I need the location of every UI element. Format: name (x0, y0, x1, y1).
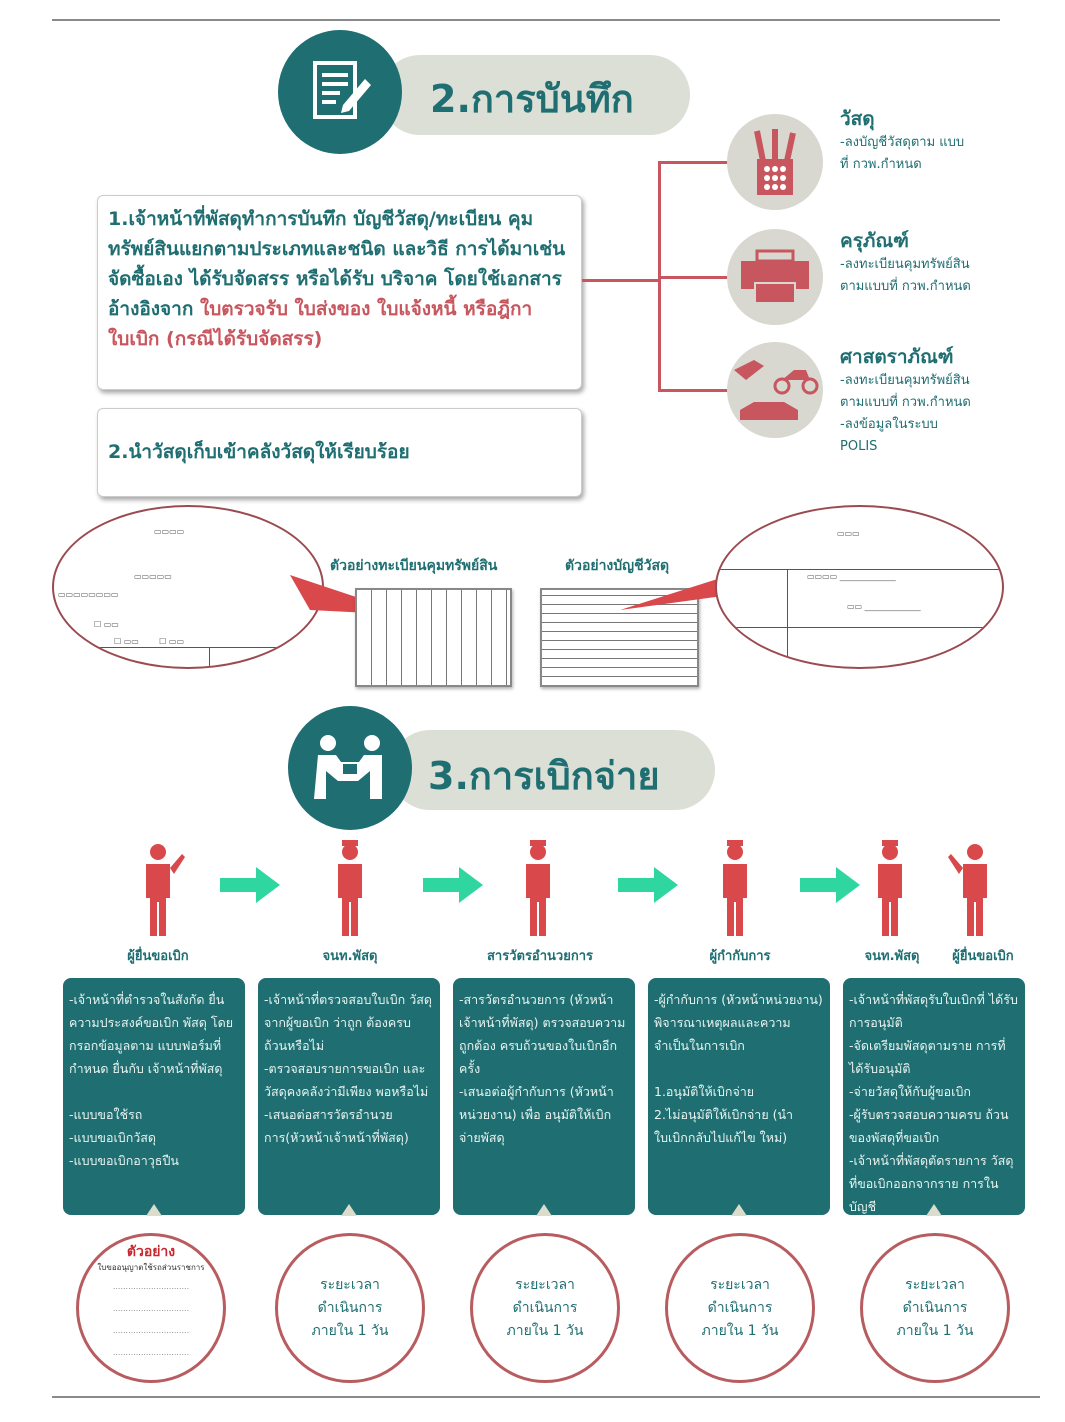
category-weaponry: ศาสตราภัณฑ์ -ลงทะเบียนคุมทรัพย์สินตามแบบท… (840, 344, 990, 458)
actor-label: ผู้ยื่นขอเบิก (952, 949, 1014, 964)
duration-circle: ระยะเวลา ดำเนินการ ภายใน 1 วัน (470, 1233, 620, 1383)
handover-icon (288, 706, 412, 830)
officer-figure-icon (320, 838, 380, 938)
step1-text: 1.เจ้าหน้าที่พัสดุทำการบันทึก บัญชีวัสดุ… (108, 208, 566, 320)
arrow-right-icon (618, 867, 678, 903)
actor-label: จนท.พัสดุ (322, 949, 378, 964)
connector (658, 389, 728, 392)
person-figure-icon (128, 838, 188, 938)
step-box-5: -เจ้าหน้าที่พัสดุรับใบเบิกที่ ได้รับการอ… (843, 978, 1025, 1216)
section2-header-pill (380, 55, 690, 135)
officer-figure-icon (508, 838, 568, 938)
arrow-right-icon (220, 867, 280, 903)
officer-figure-icon (705, 838, 765, 938)
callout-pointer (620, 575, 730, 610)
weapon-vehicle-icon (727, 342, 823, 438)
section3-header-pill (390, 730, 715, 810)
example-form-circle: ตัวอย่าง ใบขออนุญาตใช้รถส่วนราชการ .....… (76, 1233, 226, 1383)
category-equipment: ครุภัณฑ์ -ลงทะเบียนคุมทรัพย์สินตามแบบที่ … (840, 228, 990, 298)
material-account-thumbnail (540, 588, 699, 687)
document-pen-icon (278, 30, 402, 154)
category-desc: -ลงทะเบียนคุมทรัพย์สินตามแบบที่ กวพ.กำหน… (840, 257, 971, 294)
actor-label: สารวัตรอำนวยการ (486, 949, 593, 964)
arrow-right-icon (800, 867, 860, 903)
step-box-1: -เจ้าหน้าที่ตำรวจในสังกัด ยื่นความประสงค… (63, 978, 245, 1216)
duration-circle: ระยะเวลา ดำเนินการ ภายใน 1 วัน (665, 1233, 815, 1383)
person-figure-icon (945, 838, 1005, 938)
material-account-zoom: ▭▭▭▭▭▭▭ ______________▭▭ ______________ (715, 505, 1004, 669)
category-name: วัสดุ (840, 108, 875, 130)
asset-register-zoom: ▭▭▭▭▭▭▭▭▭▭▭▭▭▭▭▭▭☐ ▭▭☐ ▭▭ ☐ ▭▭ (52, 505, 324, 669)
actor-label: ผู้กำกับการ (709, 949, 771, 964)
example-title: ตัวอย่าง (126, 1244, 176, 1260)
connector (658, 276, 728, 279)
section2-title: 2.การบันทึก (430, 77, 634, 121)
step-box-3: -สารวัตรอำนวยการ (หัวหน้าเจ้าหน้าที่พัสด… (453, 978, 635, 1216)
actor-label: จนท.พัสดุ (864, 949, 920, 964)
category-desc: -ลงทะเบียนคุมทรัพย์สินตามแบบที่ กวพ.กำหน… (840, 373, 971, 410)
step-box-2: -เจ้าหน้าที่ตรวจสอบใบเบิก วัสดุ จากผู้ขอ… (258, 978, 440, 1216)
step2-text: 2.นำวัสดุเก็บเข้าคลังวัสดุให้เรียบร้อย (108, 441, 410, 463)
category-desc: -ลงข้อมูลในระบบ POLIS (840, 417, 938, 454)
bottom-divider (52, 1396, 1040, 1398)
actor-label: ผู้ยื่นขอเบิก (127, 949, 189, 964)
duration-circle: ระยะเวลา ดำเนินการ ภายใน 1 วัน (860, 1233, 1010, 1383)
category-desc: -ลงบัญชีวัสดุตาม แบบที่ กวพ.กำหนด (840, 135, 965, 172)
category-name: ศาสตราภัณฑ์ (840, 346, 954, 368)
record-step-1: 1.เจ้าหน้าที่พัสดุทำการบันทึก บัญชีวัสดุ… (97, 195, 582, 390)
connector (658, 161, 728, 164)
step1-documents: ใบตรวจรับ ใบส่งของ ใบแจ้งหนี้ หรือฎีกาใบ… (108, 298, 533, 350)
pencil-cup-icon (727, 114, 823, 210)
printer-icon (727, 229, 823, 325)
category-name: ครุภัณฑ์ (840, 230, 909, 252)
material-account-label: ตัวอย่างบัญชีวัสดุ (565, 558, 670, 574)
arrow-right-icon (423, 867, 483, 903)
connector (582, 279, 660, 282)
top-divider (52, 19, 1000, 21)
section3-title: 3.การเบิกจ่าย (428, 754, 660, 798)
step-box-4: -ผู้กำกับการ (หัวหน้าหน่วยงาน) พิจารณาเห… (648, 978, 830, 1216)
asset-register-thumbnail (355, 588, 512, 687)
duration-circle: ระยะเวลา ดำเนินการ ภายใน 1 วัน (275, 1233, 425, 1383)
category-material: วัสดุ -ลงบัญชีวัสดุตาม แบบที่ กวพ.กำหนด (840, 106, 970, 176)
record-step-2: 2.นำวัสดุเก็บเข้าคลังวัสดุให้เรียบร้อย (97, 408, 582, 497)
officer-figure-icon (860, 838, 920, 938)
example-subtitle: ใบขออนุญาตใช้รถส่วนราชการ (97, 1263, 205, 1272)
asset-register-label: ตัวอย่างทะเบียนคุมทรัพย์สิน (330, 558, 498, 574)
